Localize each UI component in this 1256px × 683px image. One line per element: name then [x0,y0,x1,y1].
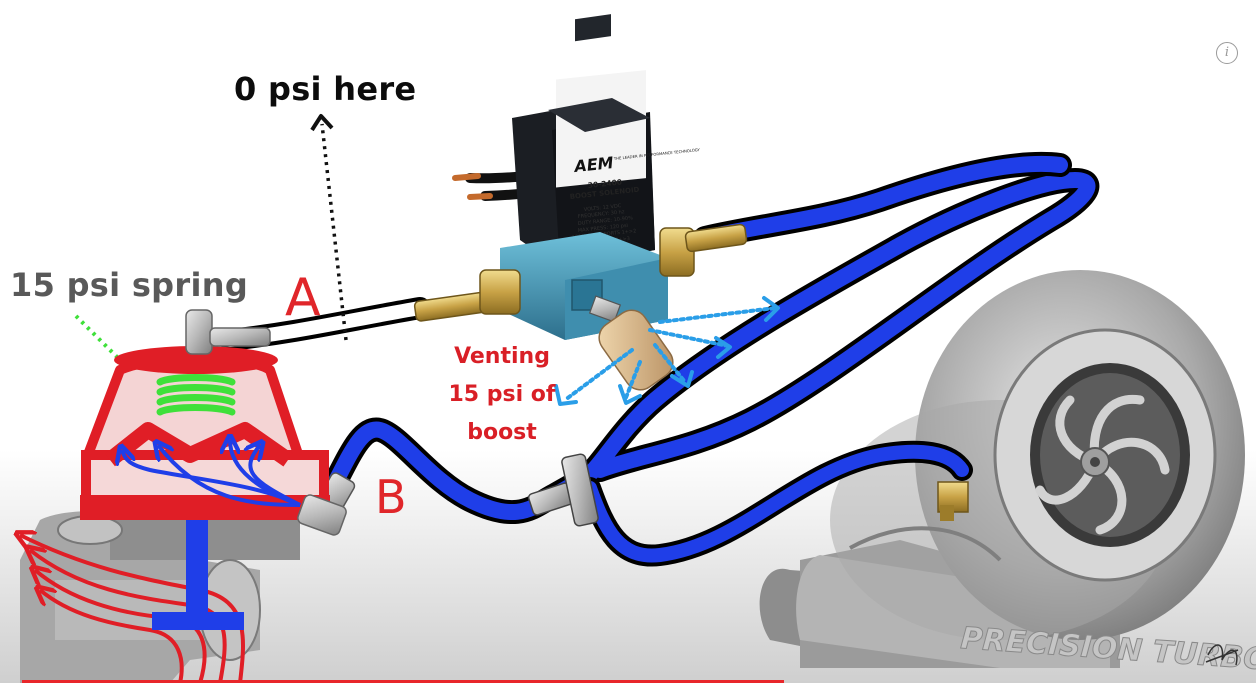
turbocharger: PRECISION TURBO [759,270,1256,678]
solenoid-spec-0: VOLTS: 12 VDC [584,203,623,213]
line-a-label: A [285,268,321,328]
venting-line-3: boost [467,420,537,445]
solenoid-part-number: 30-2400 [587,177,622,190]
wastegate [20,309,347,683]
zero-psi-pointer [310,114,348,341]
boost-hose-b [314,151,1100,567]
solenoid-label-plate [556,70,646,188]
artist-signature [1205,644,1239,666]
zero-psi-label: 0 psi here [234,70,417,108]
line-b-label: B [375,470,407,524]
solenoid-spec-1: FREQUENCY: 30 hz [578,209,626,220]
spring-label: 15 psi spring [10,266,249,304]
vent-arrowheads [554,296,780,406]
progress-bar[interactable] [22,680,784,683]
venting-line-1: Venting [454,344,550,369]
solenoid-brand: AEM [571,153,614,176]
solenoid-spec-3: MAX PRESS: 120 psi [578,223,629,234]
venting-label: Venting 15 psi of boost [434,338,570,452]
info-icon[interactable]: i [1216,42,1238,64]
boost-solenoid: AEM THE LEADER IN PERFORMANCE TECHNOLOGY… [413,14,748,391]
venting-line-2: 15 psi of [448,382,556,407]
solenoid-spec-2: DUTY RANGE: 10-90% [578,215,634,227]
vent-arrows [563,306,777,402]
